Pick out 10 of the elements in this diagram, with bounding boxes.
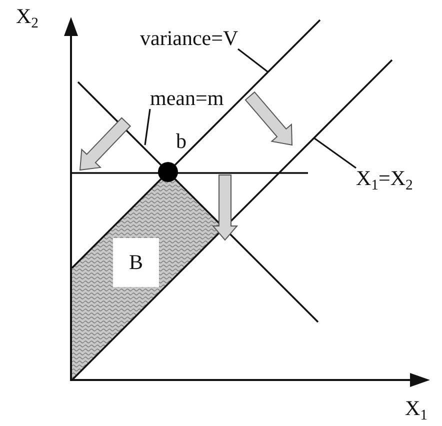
line-label: mean=m [150,88,224,109]
leader-line [144,108,151,146]
leader-line [238,48,268,73]
axis-label: X$_{2}$ [16,6,39,27]
region-label: B [113,238,160,287]
line-label: X$_{1}$=X$_{2}$ [356,168,413,189]
leader-line [314,137,356,169]
axis-label: b [176,131,186,152]
line-label: variance=V [140,28,238,49]
axis-label: X$_{1}$ [405,398,428,419]
